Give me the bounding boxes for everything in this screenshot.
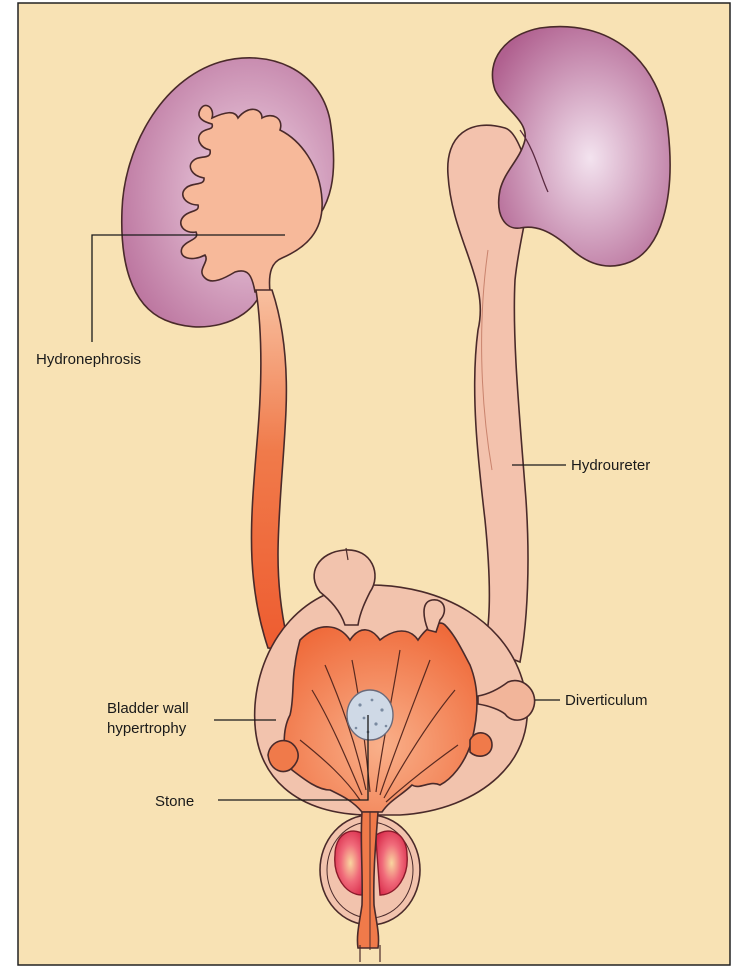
label-bladder-wall-line1: Bladder wall xyxy=(107,700,189,717)
label-hydroureter: Hydroureter xyxy=(571,457,650,474)
left-lower-diverticulum xyxy=(268,741,298,772)
label-diverticulum: Diverticulum xyxy=(565,692,648,709)
label-stone: Stone xyxy=(155,793,194,810)
label-bladder-wall-line2: hypertrophy xyxy=(107,720,187,737)
label-hydronephrosis: Hydronephrosis xyxy=(36,351,141,368)
bladder-stone xyxy=(347,690,393,740)
right-lower-diverticulum xyxy=(470,733,492,756)
